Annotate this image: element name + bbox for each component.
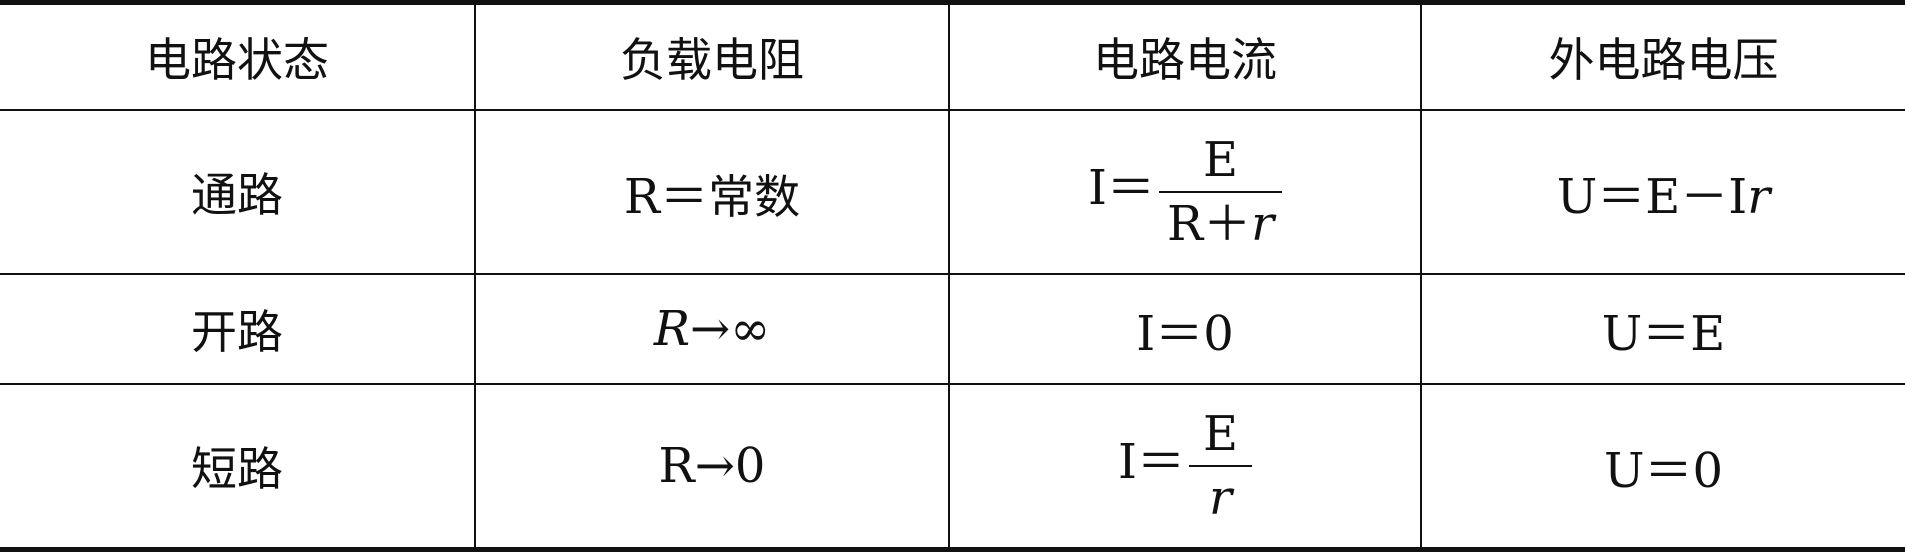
state-cell: 开路 bbox=[0, 274, 476, 385]
current-cell: I＝0 bbox=[948, 274, 1422, 385]
resistance-cell: R→∞ bbox=[474, 274, 950, 385]
current-lhs: I bbox=[1117, 434, 1137, 490]
voltage-current-term: I bbox=[1728, 169, 1748, 225]
resistance-value: 常数 bbox=[708, 170, 801, 224]
voltage-rel: ＝ bbox=[1597, 169, 1646, 225]
fraction-numerator: E bbox=[1158, 131, 1283, 193]
fraction-denominator: r bbox=[1209, 470, 1232, 526]
resistance-value: 0 bbox=[734, 438, 766, 494]
fraction-numerator: E bbox=[1188, 405, 1253, 467]
voltage-internal-resistance: r bbox=[1747, 169, 1771, 225]
denominator-internal-resistance: r bbox=[1251, 196, 1275, 252]
voltage-cell: U＝E－Ir bbox=[1420, 110, 1905, 275]
resistance-cell: R→0 bbox=[474, 384, 950, 552]
resistance-var: R bbox=[623, 169, 661, 225]
resistance-value: ∞ bbox=[730, 301, 771, 357]
voltage-emf-term: E－ bbox=[1645, 169, 1729, 225]
header-external-voltage: 外电路电压 bbox=[1420, 0, 1905, 111]
header-circuit-state: 电路状态 bbox=[0, 0, 476, 111]
header-circuit-current: 电路电流 bbox=[948, 0, 1422, 111]
resistance-rel: ＝ bbox=[660, 169, 709, 225]
voltage-lhs: U bbox=[1556, 169, 1598, 225]
header-load-resistance: 负载电阻 bbox=[474, 0, 950, 111]
current-rel: ＝ bbox=[1106, 160, 1155, 216]
resistance-var: R bbox=[653, 301, 690, 357]
voltage-cell: U＝0 bbox=[1420, 384, 1905, 552]
current-lhs: I bbox=[1087, 160, 1107, 216]
resistance-rel: → bbox=[689, 301, 731, 357]
table-row: 开路 R→∞ I＝0 U＝E bbox=[0, 274, 1905, 385]
current-rel: ＝ bbox=[1136, 434, 1185, 490]
header-row: 电路状态 负载电阻 电路电流 外电路电压 bbox=[0, 0, 1905, 111]
voltage-cell: U＝E bbox=[1420, 274, 1905, 385]
resistance-var: R bbox=[658, 438, 695, 494]
resistance-cell: R＝常数 bbox=[474, 110, 950, 275]
state-cell: 短路 bbox=[0, 384, 476, 552]
fraction-denominator: R＋r bbox=[1159, 193, 1282, 253]
resistance-rel: → bbox=[694, 438, 735, 494]
state-cell: 通路 bbox=[0, 110, 476, 275]
denominator-part: R＋ bbox=[1166, 196, 1252, 252]
